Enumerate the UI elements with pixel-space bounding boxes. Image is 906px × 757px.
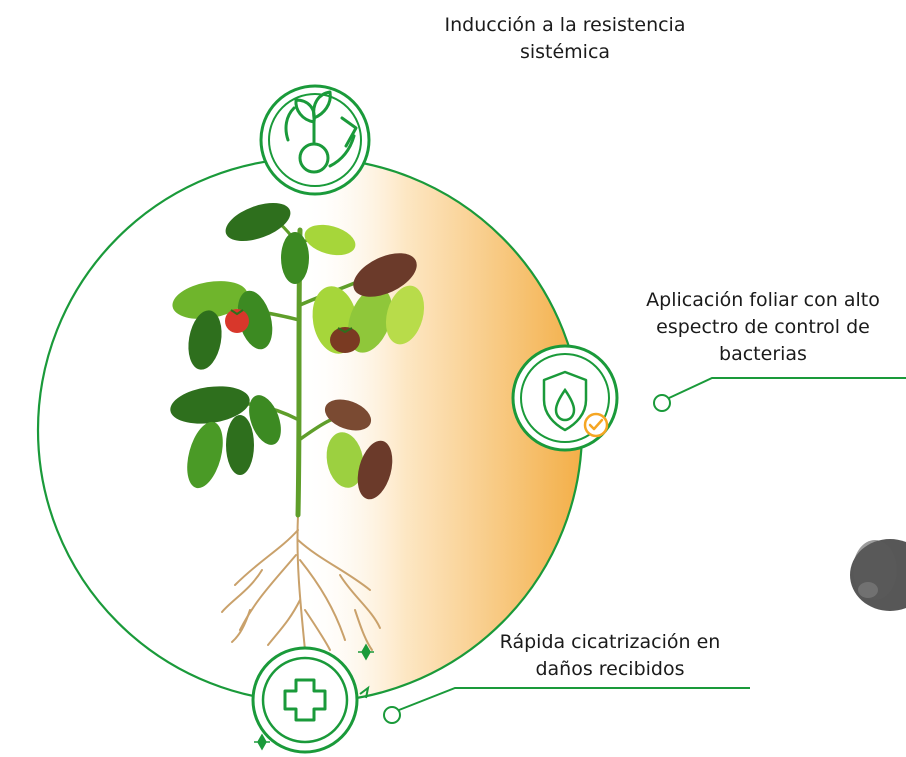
medical-cross-icon [251, 643, 374, 754]
plant-roots [221, 514, 381, 651]
tomato-brown [330, 327, 360, 353]
label-foliar-application: Aplicación foliar con alto espectro de c… [646, 289, 880, 365]
label-systemic-resistance: Inducción a la resistencia sistémica [444, 14, 686, 63]
shield-drop-check-icon [511, 344, 619, 452]
plant-leaves [170, 202, 425, 500]
connector-middle [653, 377, 906, 412]
connector-bottom [383, 687, 750, 724]
label-fast-healing: Rápida cicatrización en daños recibidos [499, 631, 721, 680]
tomato-plant-illustration [170, 202, 425, 651]
decorative-smudge [850, 539, 906, 611]
tomato-red [225, 309, 249, 333]
plant-cycle-icon [259, 84, 371, 196]
